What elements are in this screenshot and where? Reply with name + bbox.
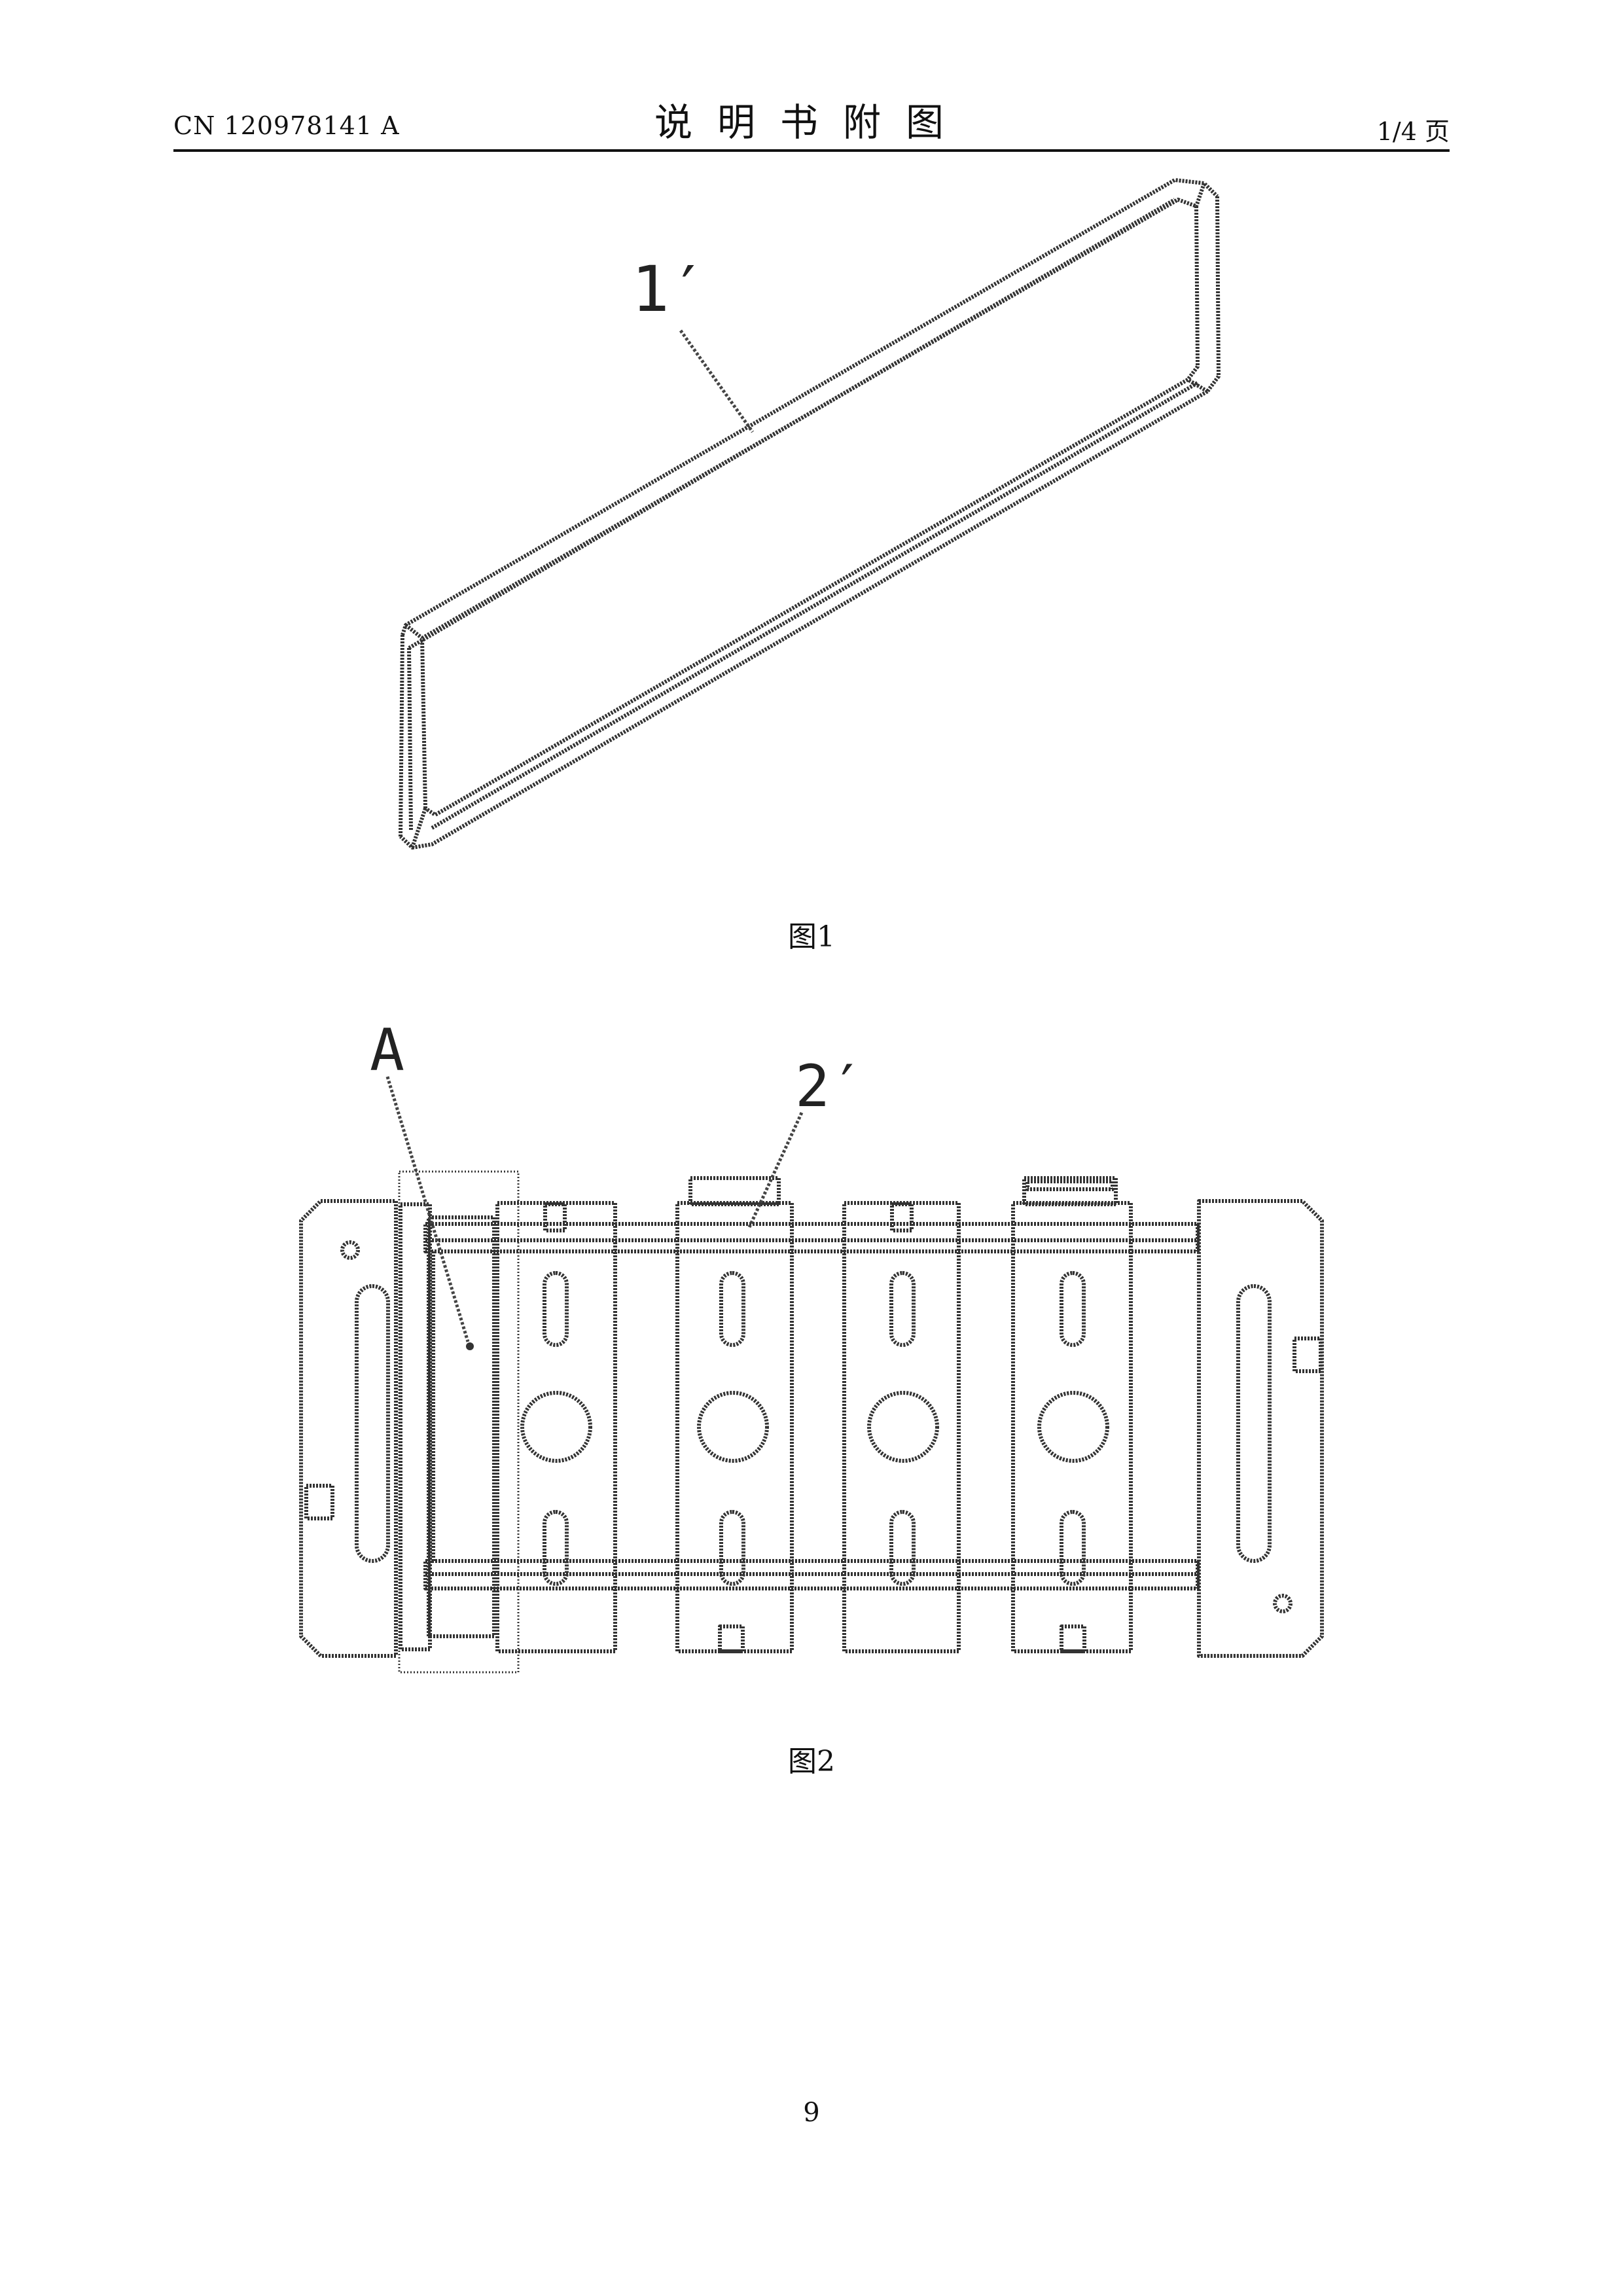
right-end-plate-tab (1294, 1338, 1321, 1371)
left-end-plate-tab (306, 1486, 332, 1518)
figure-2-caption: 图2 (681, 1738, 942, 1780)
bracket-panel-4 (1013, 1178, 1131, 1651)
bracket-panel-2 (677, 1178, 792, 1651)
detail-region-a (399, 1172, 518, 1672)
right-end-plate (1199, 1201, 1322, 1656)
left-end-plate-hole (342, 1242, 358, 1258)
figure-2-label-a: A (370, 1016, 404, 1084)
right-end-plate-slot (1238, 1286, 1270, 1561)
rail-top (425, 1224, 1198, 1251)
left-end-plate (301, 1201, 396, 1656)
bracket-panel-3 (844, 1203, 959, 1651)
left-end-plate-slot (357, 1286, 388, 1561)
figure-2-label-2: 2′ (795, 1052, 865, 1120)
right-end-plate-hole (1275, 1596, 1291, 1611)
page-number: 9 (746, 2098, 877, 2128)
bracket-panel-1 (497, 1203, 615, 1651)
